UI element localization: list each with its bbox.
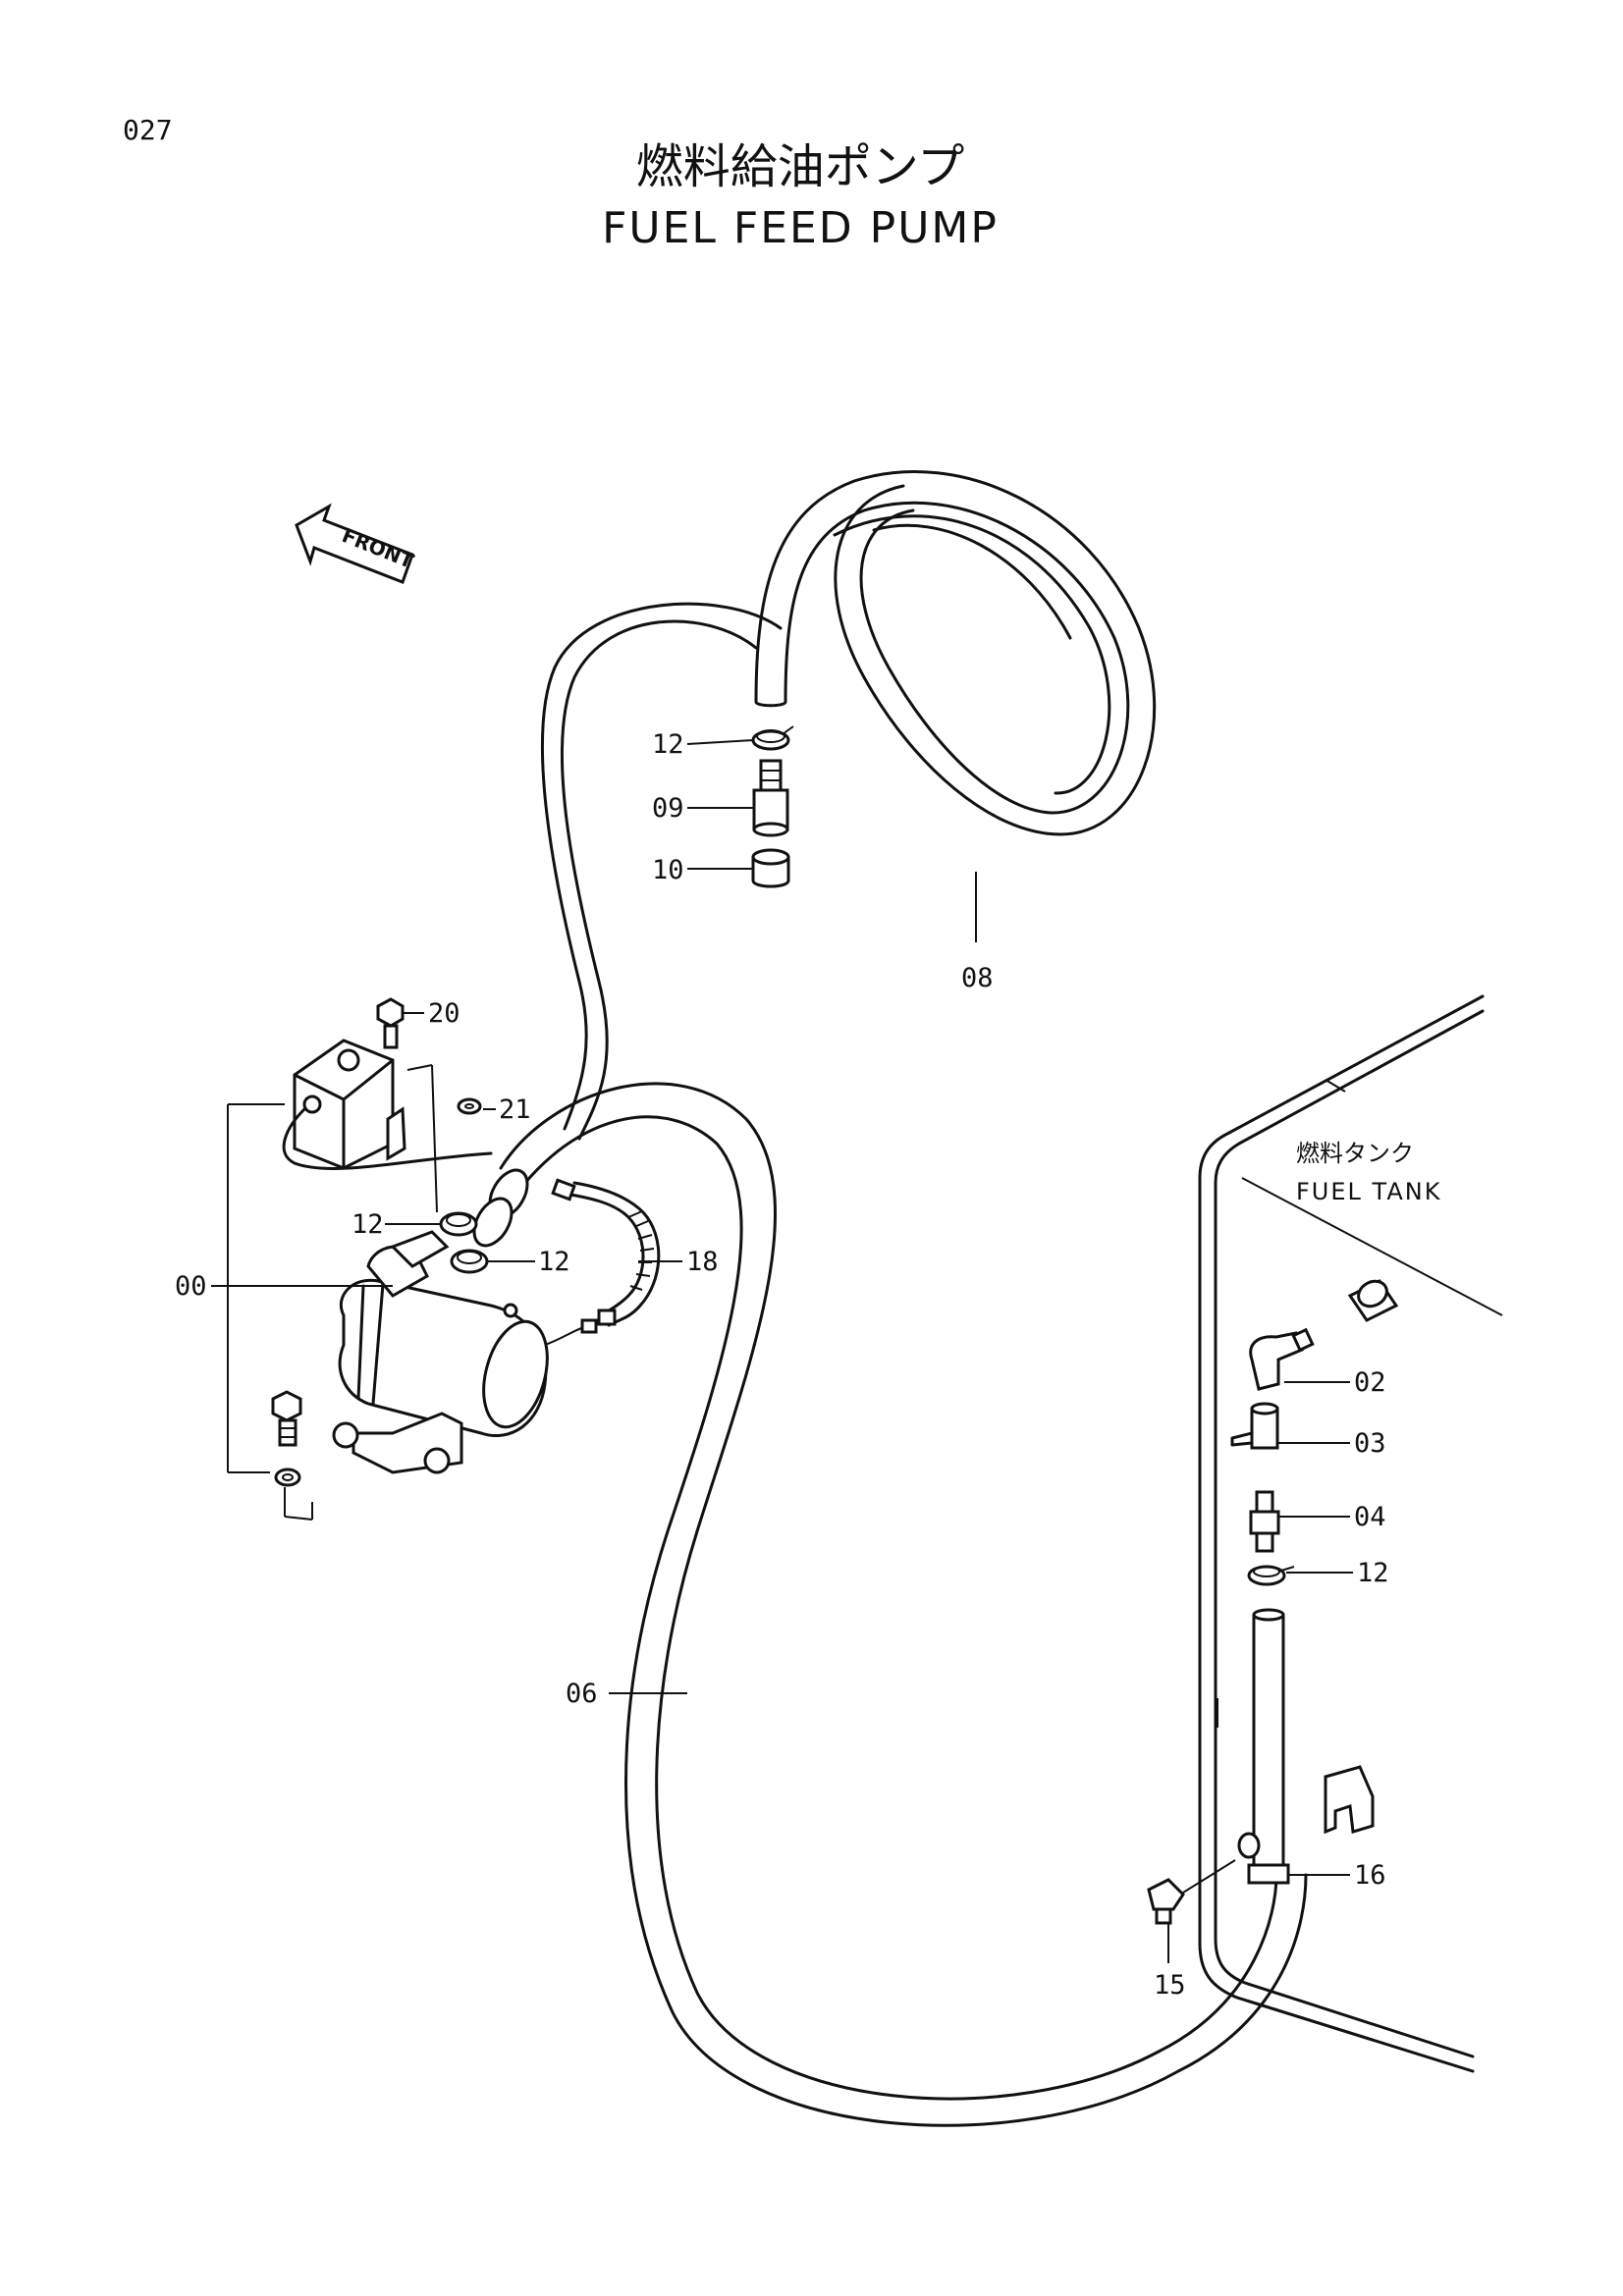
coiled-hose-08 (754, 470, 1157, 836)
callout-03: 03 (1354, 1428, 1386, 1459)
nipple-04 (1249, 1490, 1280, 1553)
callout-04: 04 (1354, 1502, 1386, 1532)
nipple-09 (752, 759, 789, 837)
mount-washer (274, 1468, 301, 1487)
bolt-20 (376, 997, 405, 1049)
callout-12: 12 (1357, 1558, 1389, 1588)
washer-21 (457, 1097, 482, 1115)
clamp-16 (1237, 1765, 1375, 1885)
resistor-box (282, 1039, 493, 1213)
tank-adapter (1347, 1279, 1399, 1322)
callout-12: 12 (652, 729, 684, 760)
title-english: FUEL FEED PUMP (602, 203, 999, 253)
callout-15: 15 (1154, 1970, 1186, 2001)
mount-bolt (271, 1390, 302, 1447)
fuel-pump-00 (332, 1230, 598, 1474)
callout-02: 02 (1354, 1367, 1386, 1398)
callout-21: 21 (499, 1095, 531, 1125)
callout-09: 09 (652, 793, 684, 824)
valve-03 (1230, 1402, 1279, 1450)
callout-12: 12 (538, 1247, 570, 1277)
callout-00: 00 (175, 1271, 207, 1302)
suction-pipe (1252, 1608, 1285, 1877)
callout-08: 08 (961, 963, 994, 993)
callout-20: 20 (428, 998, 460, 1029)
callout-06: 06 (566, 1679, 598, 1709)
tank-label-japanese: 燃料タンク (1296, 1140, 1414, 1167)
hose-18 (551, 1178, 661, 1327)
callout-18: 18 (686, 1247, 719, 1277)
sleeve-10 (751, 848, 790, 888)
callout-10: 10 (652, 855, 684, 885)
fuel-tank-outline (1198, 994, 1503, 2073)
clamp-12-pump-a (439, 1211, 478, 1237)
bracket-outline (227, 1103, 313, 1521)
page-number: 027 (123, 114, 173, 146)
tank-label-english: FUEL TANK (1296, 1178, 1441, 1205)
clamp-12-upper (751, 725, 794, 751)
callout-labels: 12 09 10 08 20 21 12 12 18 00 02 03 04 1… (175, 729, 1389, 2001)
callout-12: 12 (352, 1209, 384, 1240)
elbow-02 (1249, 1327, 1315, 1391)
hose-upper-run (540, 602, 783, 1141)
hose-06 (472, 1082, 1308, 2127)
bolt-15 (1147, 1859, 1236, 1925)
front-arrow-icon: FRONT (295, 503, 417, 584)
clamp-12-pump-b (450, 1249, 489, 1274)
title-japanese: 燃料給油ポンプ (636, 139, 965, 194)
clamp-12-tank (1247, 1565, 1295, 1586)
leader-lines (211, 739, 1353, 1963)
callout-16: 16 (1354, 1860, 1386, 1891)
